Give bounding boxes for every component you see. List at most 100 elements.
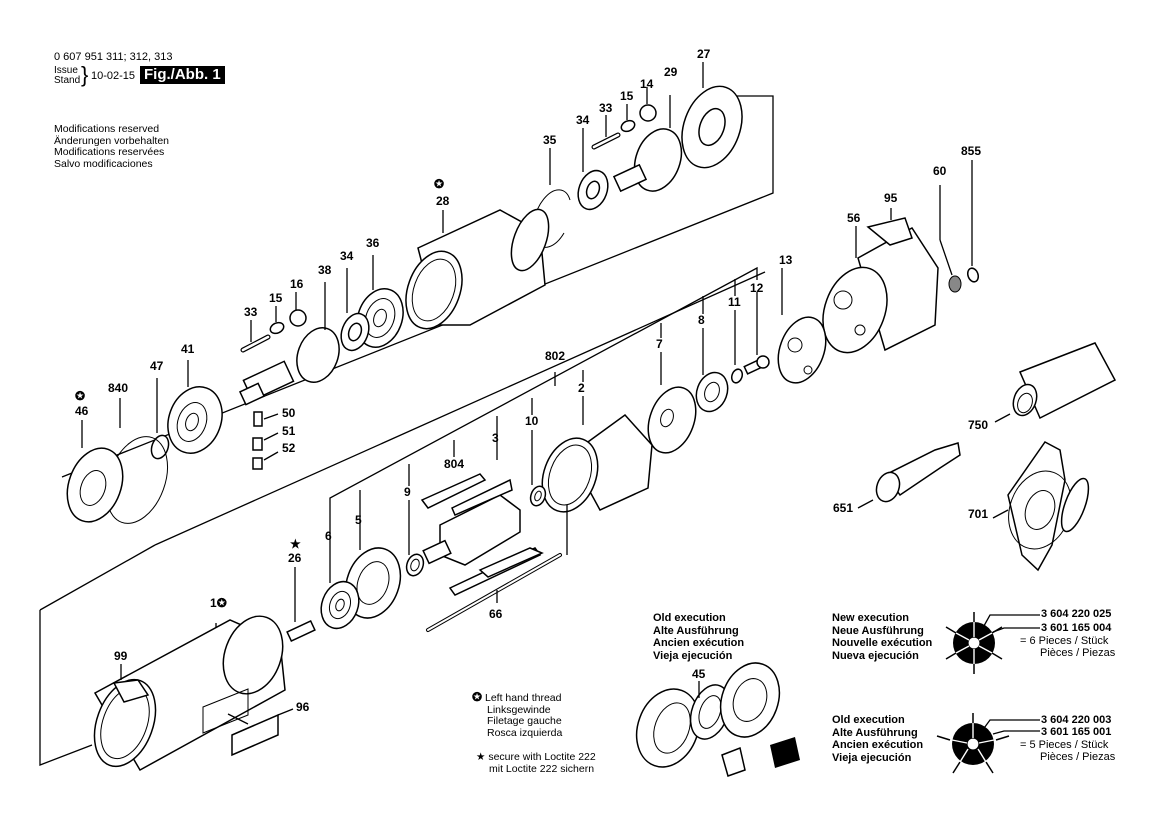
old-exec-pieces2: Pièces / Piezas: [1040, 751, 1116, 763]
callout-16: 16: [290, 277, 304, 291]
frame-line-mid: [154, 271, 766, 546]
left-thread-symbol-28: ✪: [434, 177, 445, 191]
part-855-o-ring: [966, 160, 980, 283]
oer-en: Old execution: [832, 714, 905, 726]
callout-45: 45: [692, 667, 706, 681]
callout-13: 13: [779, 253, 793, 267]
issue-date: 10-02-15: [91, 70, 136, 82]
new-exec-part-b: 3 601 165 004: [1041, 622, 1112, 634]
callout-5: 5: [355, 513, 362, 527]
part-95-label: [866, 208, 913, 246]
part-7-end-plate: [647, 386, 697, 454]
legend-loctite: ★ secure with Loctite 222 mit Loctite 22…: [476, 751, 596, 775]
callout-3: 3: [492, 431, 499, 445]
part-34-washer-lower: [340, 268, 370, 352]
part-46-end-cap: [66, 420, 124, 523]
part-26-pinion: [286, 567, 316, 643]
brace: }: [81, 62, 89, 87]
part-11-washer: [730, 368, 744, 384]
vane-sketch-6-pieces: [945, 612, 1040, 674]
part-33-pin: [591, 115, 621, 150]
part-9-washer: [405, 553, 425, 577]
part-47-circlip: [150, 378, 170, 460]
loctite-symbol-26: ★: [290, 537, 301, 551]
left-thread-symbol-46: ✪: [75, 389, 86, 403]
part-8-ball-bearing: [695, 371, 729, 413]
new-exec-pieces: = 6 Pieces / Stück: [1020, 635, 1109, 647]
callout-50: 50: [282, 406, 296, 420]
ne-es: Nueva ejecución: [832, 649, 919, 662]
callout-99: 99: [114, 649, 128, 663]
callout-1-number: 1: [210, 596, 217, 610]
issue-label-en: Issue: [54, 65, 78, 76]
callout-28: 28: [436, 194, 450, 208]
part-28-housing: [405, 208, 550, 330]
issue-label-de: Stand: [54, 75, 81, 86]
callout-47: 47: [150, 359, 164, 373]
callout-34-top: 34: [576, 113, 590, 127]
ne-fr: Nouvelle exécution: [832, 637, 933, 649]
callout-7: 7: [656, 337, 663, 351]
callout-46: 46: [75, 404, 89, 418]
callout-41: 41: [181, 342, 195, 356]
oer-de: Alte Ausführung: [832, 726, 918, 739]
part-15-needle-bearing: [620, 104, 636, 133]
oeb-en: Old execution: [653, 612, 726, 624]
callout-51: 51: [282, 424, 296, 438]
callout-651: 651: [833, 501, 854, 515]
part-99-label: [112, 664, 150, 703]
legend-loctite-de: mit Loctite 222 sichern: [489, 762, 595, 775]
callout-66: 66: [489, 607, 503, 621]
part-50-51-52-pin-spring-sleeve: [252, 411, 279, 470]
part-34-washer-top: [577, 128, 609, 211]
new-execution-title: New execution Neue Ausführung Nouvelle e…: [832, 612, 932, 662]
legend-lht-es: Rosca izquierda: [487, 726, 563, 739]
part-15-needle-bearing-lower: [269, 306, 285, 335]
issue-label: Issue Stand: [54, 66, 80, 86]
callout-12: 12: [750, 281, 764, 295]
callout-15-top: 15: [620, 89, 634, 103]
left-thread-symbol-1: ✪: [216, 596, 227, 610]
mod-line-de: Änderungen vorbehalten: [54, 134, 170, 147]
part-1-motor-housing: [93, 615, 286, 772]
callout-38: 38: [318, 263, 332, 277]
part-56-cylinder-cap: [822, 226, 939, 354]
part-2-cylinder: [541, 413, 653, 513]
part-numbers: 0 607 951 311; 312, 313: [54, 51, 173, 63]
part-6-ball-bearing: [320, 580, 360, 630]
part-16-gear: [289, 292, 307, 327]
callout-33-top: 33: [599, 101, 613, 115]
left-thread-icon: ✪: [472, 690, 483, 704]
old-exec-pieces: = 5 Pieces / Stück: [1020, 739, 1109, 751]
callout-15-lower: 15: [269, 291, 283, 305]
part-13-end-plate: [777, 268, 827, 384]
old-exec-part-a: 3 604 220 003: [1041, 714, 1112, 726]
frame-line-left-top: [39, 544, 156, 611]
new-exec-pieces2: Pièces / Piezas: [1040, 647, 1116, 659]
legend-loctite-en: secure with Loctite 222: [488, 751, 596, 763]
legend-lht-en: Left hand thread: [484, 692, 562, 704]
part-38-spindle-carrier: [238, 282, 340, 406]
part-29-planet-carrier: [612, 95, 683, 193]
callout-1: 1✪: [210, 597, 227, 610]
part-96-label: [227, 708, 294, 757]
oer-es: Vieja ejecución: [832, 751, 912, 764]
legend-left-hand-thread: ✪ Left hand thread Linksgewinde Filetage…: [472, 690, 563, 739]
part-12-screw: [743, 355, 770, 375]
legend-lht-fr: Filetage gauche: [487, 715, 562, 727]
callout-26: 26: [288, 551, 302, 565]
part-750-silencer: [994, 342, 1117, 423]
callout-33-lower: 33: [244, 305, 258, 319]
part-804-vanes: [420, 473, 544, 596]
old-exec-part-b: 3 601 165 001: [1041, 726, 1112, 738]
callout-96: 96: [296, 700, 310, 714]
oeb-de: Alte Ausführung: [653, 624, 739, 637]
part-701-flange: [992, 441, 1090, 572]
new-exec-part-a: 3 604 220 025: [1041, 608, 1112, 620]
mod-line-en: Modifications reserved: [54, 123, 160, 135]
oeb-es: Vieja ejecución: [653, 649, 733, 662]
rotor-bracket: [329, 266, 758, 503]
callout-56: 56: [847, 211, 861, 225]
callout-10: 10: [525, 414, 539, 428]
